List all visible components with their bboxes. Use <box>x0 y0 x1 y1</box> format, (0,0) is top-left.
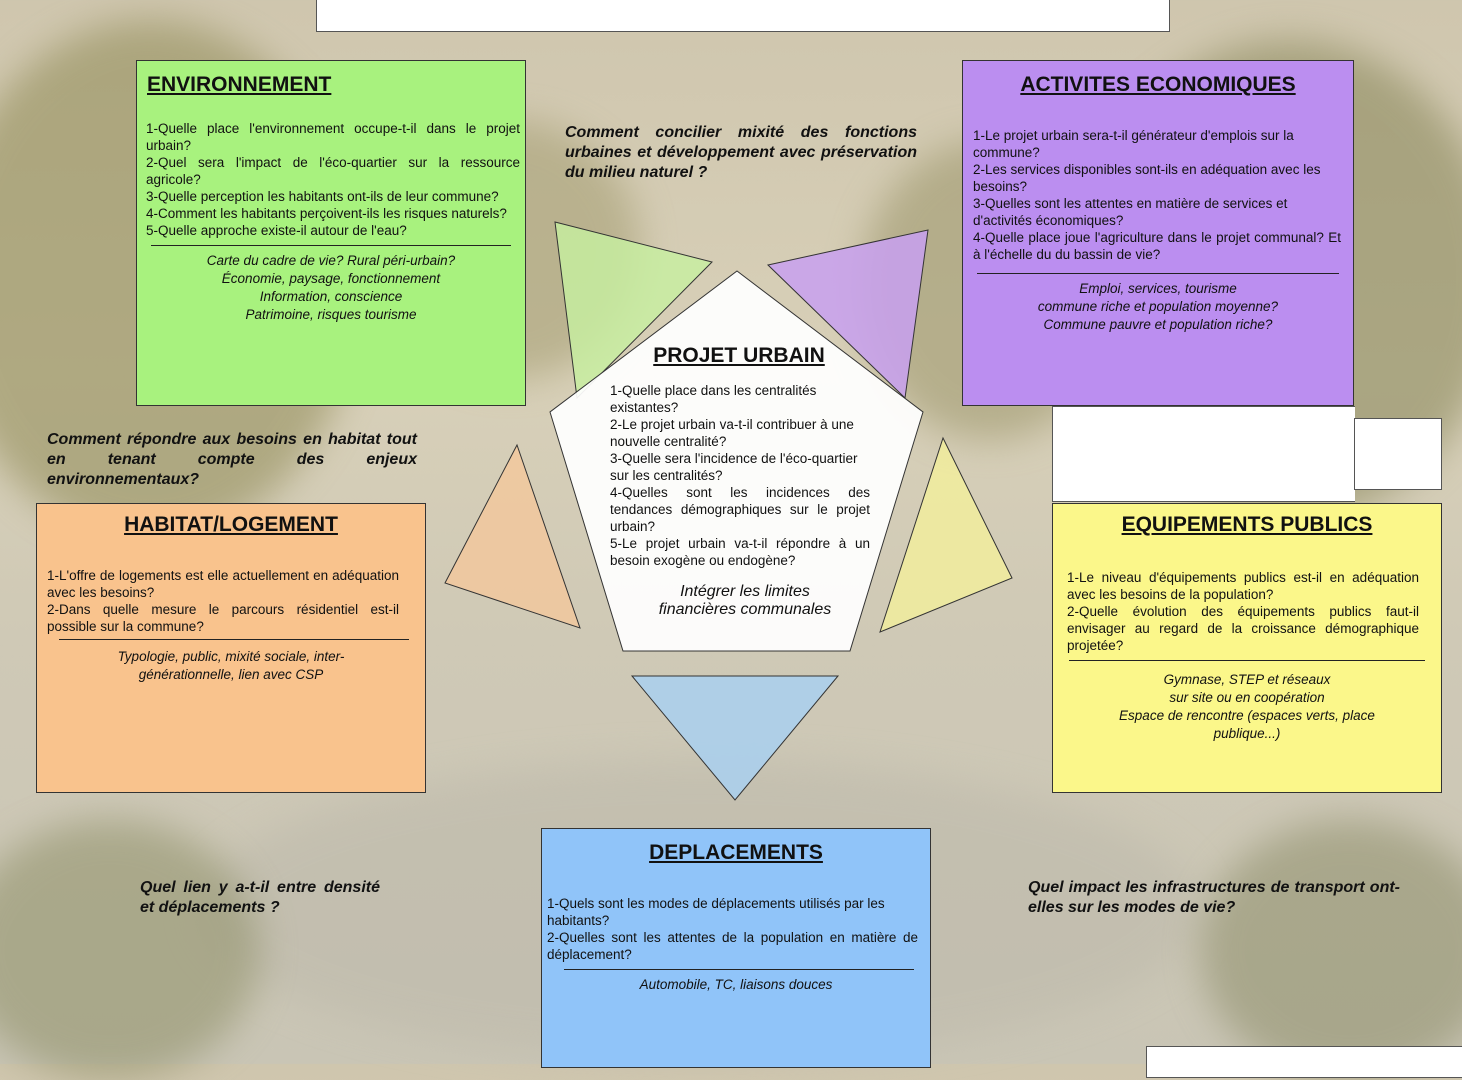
deplacements-divider <box>564 969 914 970</box>
pentagon-projet-urbain <box>549 270 924 652</box>
habitat-box: HABITAT/LOGEMENT 1-L'offre de logements … <box>36 503 426 793</box>
blank-top-box <box>316 0 1170 32</box>
deplacements-question-1: 1-Quels sont les modes de déplacements u… <box>547 896 885 928</box>
blank-right-box-2 <box>1354 418 1442 490</box>
environnement-box: ENVIRONNEMENT 1-Quelle place l'environne… <box>136 60 526 406</box>
equipements-note: Espace de rencontre (espaces verts, plac… <box>1119 708 1375 723</box>
deplacements-question-2: 2-Quelles sont les attentes de la popula… <box>547 930 918 962</box>
projet-note-2: financières communales <box>658 601 832 618</box>
equipements-box: EQUIPEMENTS PUBLICS 1-Le niveau d'équipe… <box>1052 503 1442 793</box>
environnement-note: Économie, paysage, fonctionnement <box>221 271 441 286</box>
deplacements-box: DEPLACEMENTS 1-Quels sont les modes de d… <box>541 828 931 1068</box>
environnement-divider <box>151 245 511 246</box>
activites-question-1: 1-Le projet urbain sera-t-il générateur … <box>973 128 1294 160</box>
equipements-note: Gymnase, STEP et réseaux <box>1163 672 1331 687</box>
habitat-note: Typologie, public, mixité sociale, inter… <box>117 649 345 664</box>
triangle-activites <box>766 229 929 400</box>
equipements-divider <box>1069 660 1425 661</box>
deplacements-note: Automobile, TC, liaisons douces <box>639 977 833 992</box>
environnement-question-4: 4-Comment les habitants perçoivent-ils l… <box>146 206 507 221</box>
environnement-question-3: 3-Quelle perception les habitants ont-il… <box>146 189 499 204</box>
triangle-deplacements <box>630 675 840 801</box>
habitat-notes: Typologie, public, mixité sociale, inter… <box>37 648 425 684</box>
equipements-title: EQUIPEMENTS PUBLICS <box>1121 513 1373 536</box>
habitat-question-1: 1-L'offre de logements est elle actuelle… <box>47 568 399 600</box>
triangle-habitat <box>444 443 581 629</box>
activites-note: Emploi, services, tourisme <box>1079 281 1237 296</box>
question-bottom-left: Quel lien y a-t-il entre densité et dépl… <box>140 879 380 916</box>
projet-question-5: 5-Le projet urbain va-t-il répondre à un… <box>610 536 870 568</box>
blank-right-box <box>1052 406 1355 502</box>
activites-title: ACTIVITES ECONOMIQUES <box>1020 73 1296 96</box>
habitat-question-2: 2-Dans quelle mesure le parcours résiden… <box>47 602 399 634</box>
projet-urbain: PROJET URBAIN 1-Quelle place dans les ce… <box>598 344 874 644</box>
environnement-question-5: 5-Quelle approche existe-il autour de l'… <box>146 223 407 238</box>
habitat-note: générationnelle, lien avec CSP <box>138 667 324 682</box>
activites-note: commune riche et population moyenne? <box>1037 299 1279 314</box>
environnement-note: Patrimoine, risques tourisme <box>245 307 417 322</box>
environnement-title: ENVIRONNEMENT <box>147 73 332 96</box>
activites-note: Commune pauvre et population riche? <box>1043 317 1273 332</box>
activites-box: ACTIVITES ECONOMIQUES 1-Le projet urbain… <box>962 60 1354 406</box>
question-left: Comment répondre aux besoins en habitat … <box>47 431 417 488</box>
equipements-question-2: 2-Quelle évolution des équipements publi… <box>1067 604 1419 653</box>
activites-question-2: 2-Les services disponibles sont-ils en a… <box>973 162 1321 194</box>
equipements-notes: Gymnase, STEP et réseaux sur site ou en … <box>1053 671 1441 743</box>
equipements-note: publique...) <box>1213 726 1281 741</box>
habitat-divider <box>59 639 409 640</box>
environnement-question-2: 2-Quel sera l'impact de l'éco-quartier s… <box>146 155 520 187</box>
projet-urbain-title: PROJET URBAIN <box>653 344 825 367</box>
equipements-note: sur site ou en coopération <box>1169 690 1325 705</box>
environnement-note: Information, conscience <box>259 289 403 304</box>
projet-question-4: 4-Quelles sont les incidences des tendan… <box>610 485 870 534</box>
projet-question-1: 1-Quelle place dans les centralités exis… <box>610 383 817 415</box>
environnement-note: Carte du cadre de vie? Rural péri-urbain… <box>206 253 456 268</box>
deplacements-notes: Automobile, TC, liaisons douces <box>542 976 930 994</box>
projet-question-3: 3-Quelle sera l'incidence de l'éco-quart… <box>610 451 858 483</box>
triangle-environnement <box>554 221 713 400</box>
question-bottom-right: Quel impact les infrastructures de trans… <box>1028 879 1400 916</box>
question-top: Comment concilier mixité des fonctions u… <box>565 124 917 181</box>
triangle-equipements <box>879 436 1013 633</box>
activites-divider <box>977 273 1339 274</box>
activites-question-4: 4-Quelle place joue l'agriculture dans l… <box>973 230 1341 262</box>
projet-note-1: Intégrer les limites <box>680 583 810 600</box>
deplacements-title: DEPLACEMENTS <box>649 841 823 864</box>
environnement-question-1: 1-Quelle place l'environnement occupe-t-… <box>146 121 520 153</box>
projet-question-2: 2-Le projet urbain va-t-il contribuer à … <box>610 417 854 449</box>
activites-notes: Emploi, services, tourisme commune riche… <box>963 280 1353 334</box>
activites-question-3: 3-Quelles sont les attentes en matière d… <box>973 196 1288 228</box>
environnement-notes: Carte du cadre de vie? Rural péri-urbain… <box>137 252 525 324</box>
habitat-title: HABITAT/LOGEMENT <box>124 513 338 536</box>
equipements-question-1: 1-Le niveau d'équipements publics est-il… <box>1067 570 1419 602</box>
